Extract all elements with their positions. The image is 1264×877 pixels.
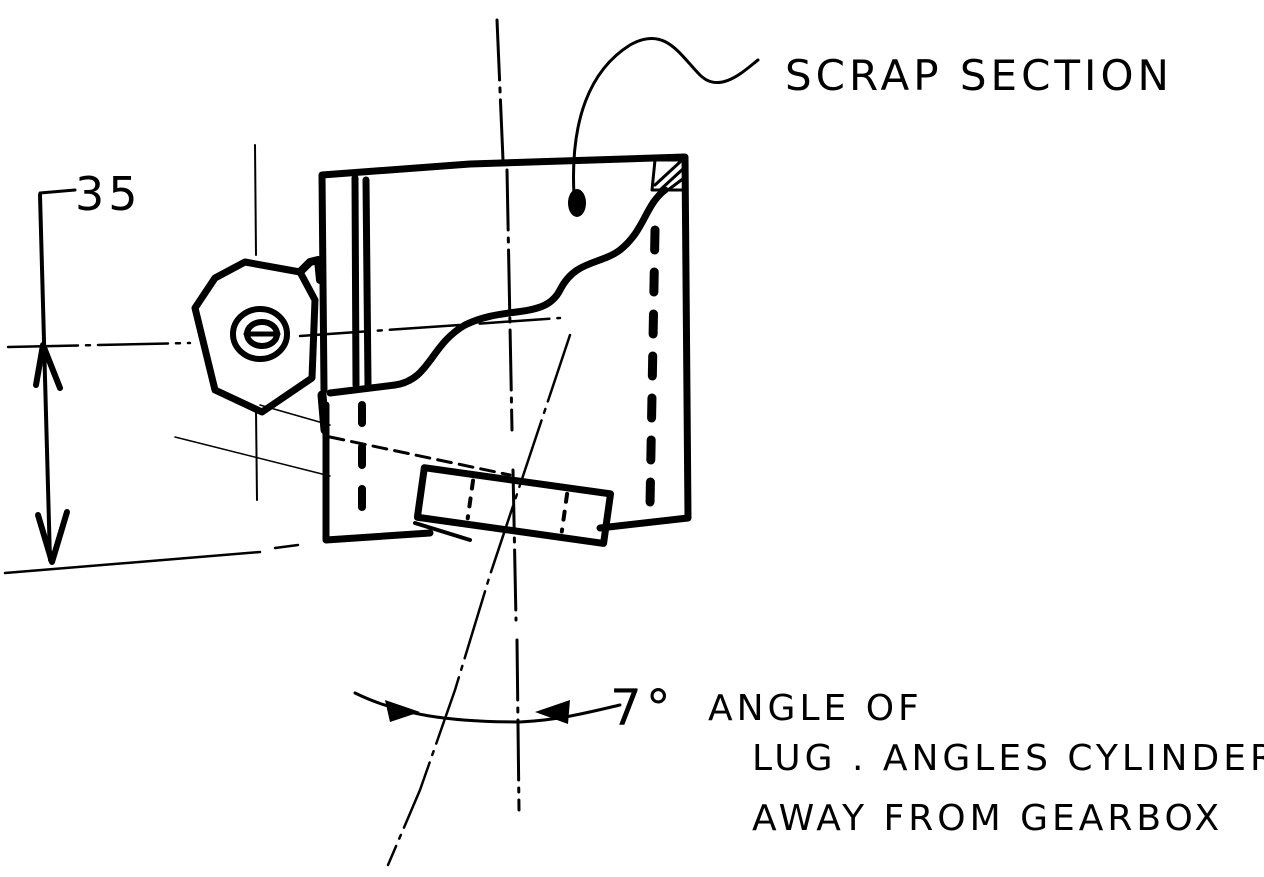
cylinder-left-flange <box>351 174 372 389</box>
note-line-1: ANGLE OF <box>708 688 923 729</box>
nut-lower-stub <box>317 390 330 435</box>
dimension-arrow-down <box>35 509 70 565</box>
lug <box>413 464 615 547</box>
angle-arrow-left <box>385 700 420 722</box>
lug-lower-edge <box>413 521 472 542</box>
angle-value: 7° <box>610 679 675 737</box>
hidden-line-right <box>645 225 660 510</box>
dimension-tick-top <box>38 188 77 195</box>
note-line-2: LUG . ANGLES CYLINDER <box>752 738 1264 779</box>
scrap-section-label: SCRAP SECTION <box>785 51 1173 100</box>
lower-extension-line <box>3 543 300 575</box>
scrap-section-hatch <box>650 158 687 192</box>
hex-nut <box>191 258 319 416</box>
angle-arrow-right <box>535 700 570 724</box>
scrap-section-dot <box>568 189 586 217</box>
nut-bolt-outer <box>230 306 290 362</box>
nut-stem <box>296 256 324 284</box>
dimension-arrow-up <box>33 342 63 391</box>
dimension-line-35 <box>38 193 52 562</box>
vertical-centre-line <box>495 18 521 812</box>
scrap-section-leader <box>572 37 760 197</box>
scrap-section-break-line <box>326 186 669 397</box>
horizontal-centre-line <box>6 316 562 349</box>
note-line-3: AWAY FROM GEARBOX <box>752 798 1223 839</box>
hidden-line-inclined <box>328 435 512 477</box>
thin-construction-line <box>174 436 331 477</box>
nut-centre-line <box>254 144 258 501</box>
dimension-value-35: 35 <box>75 167 142 221</box>
inclined-axis-line <box>386 333 572 867</box>
